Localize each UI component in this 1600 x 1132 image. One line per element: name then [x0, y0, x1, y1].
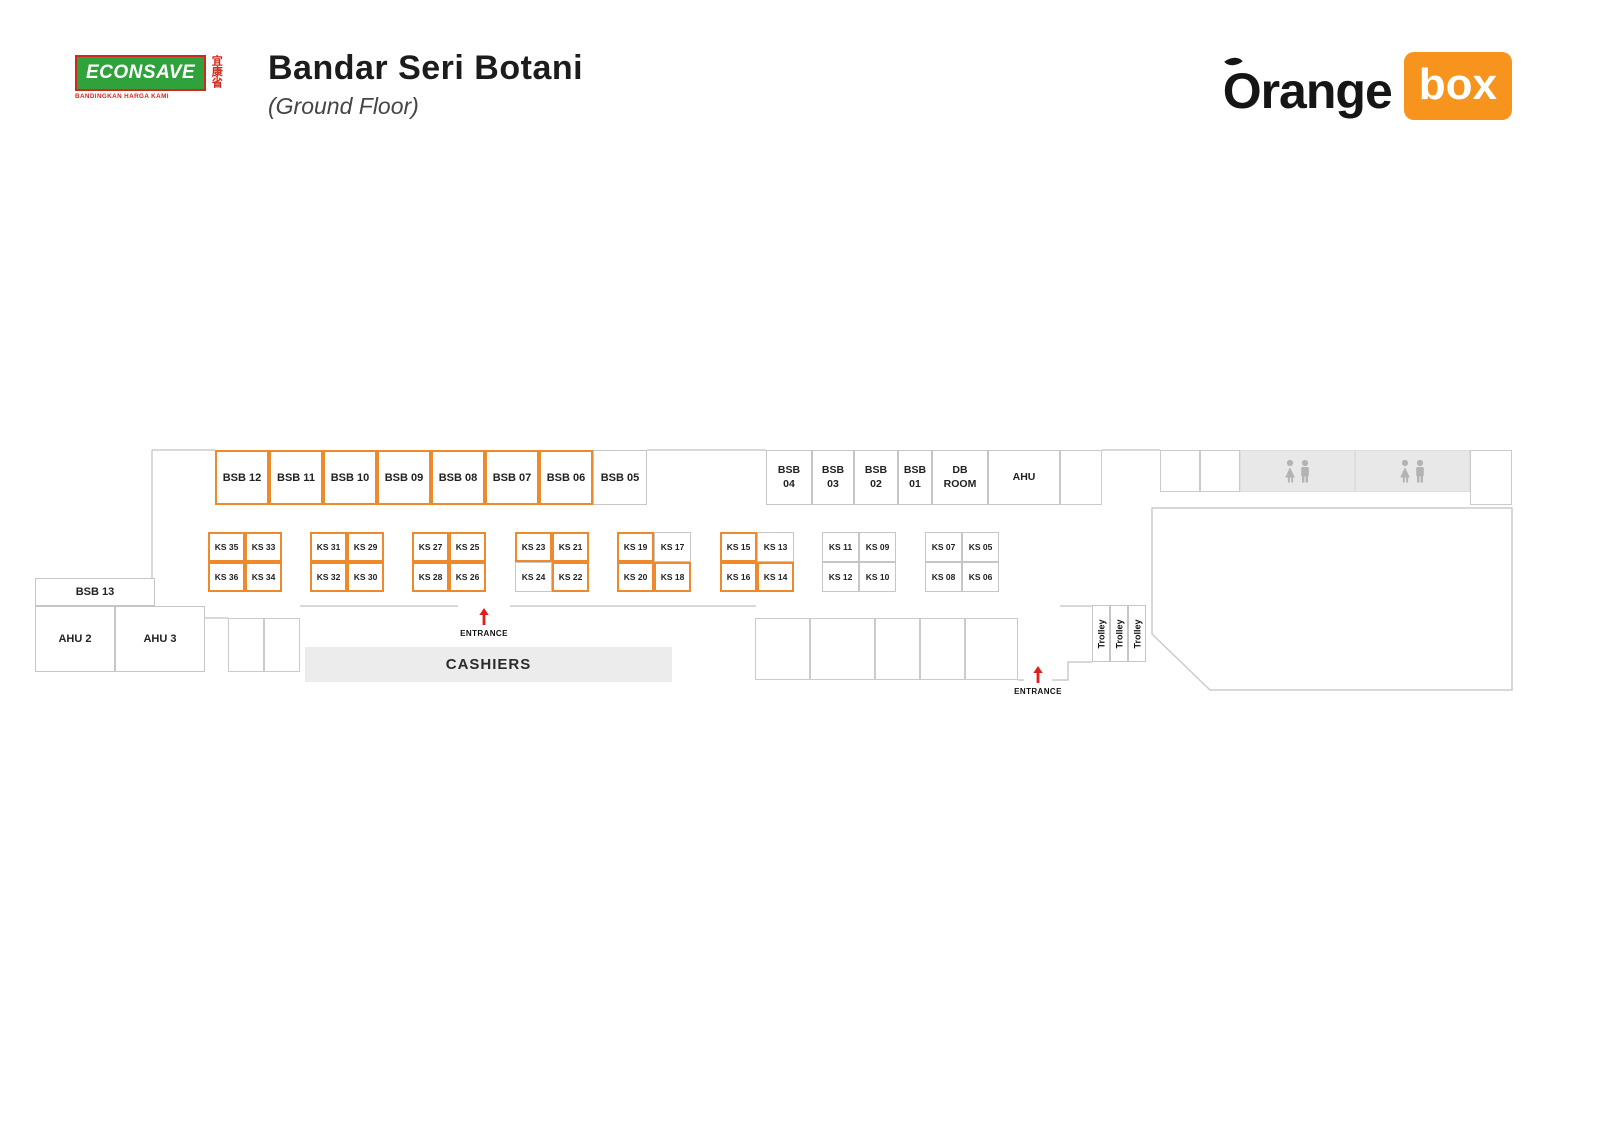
- unit-bsb-09: BSB 09: [377, 450, 431, 505]
- entrance-arrow-1: [479, 608, 490, 625]
- room-unlabeled-4: [1470, 450, 1512, 505]
- unit-ks-13: KS 13: [757, 532, 794, 562]
- unit-ahu-2: AHU 2: [35, 606, 115, 672]
- title-block: Bandar Seri Botani (Ground Floor): [268, 49, 584, 120]
- unit-ks-09: KS 09: [859, 532, 896, 562]
- orangebox-logo: Orange box: [1223, 52, 1512, 120]
- unit-bsb-01: BSB 01: [898, 450, 932, 505]
- room-unlabeled-10: [920, 618, 965, 680]
- orangebox-word-text: Orange: [1222, 63, 1393, 119]
- room-unlabeled-9: [875, 618, 920, 680]
- unit-bsb-07: BSB 07: [485, 450, 539, 505]
- entrance-arrow-2: [1033, 666, 1044, 683]
- unit-ks-14: KS 14: [757, 562, 794, 592]
- unit-ahu-3: AHU 3: [115, 606, 205, 672]
- cashiers-area: CASHIERS: [305, 647, 672, 682]
- unit-ks-22: KS 22: [552, 562, 589, 592]
- room-unlabeled-5: [228, 618, 264, 672]
- unit-ks-21: KS 21: [552, 532, 589, 562]
- orangebox-box: box: [1403, 52, 1512, 120]
- entrance-arrow-icon: [1033, 666, 1043, 683]
- room-unlabeled-7: [755, 618, 810, 680]
- econsave-cjk-text: 宜康省: [210, 55, 223, 88]
- unit-bsb-12: BSB 12: [215, 450, 269, 505]
- unit-bsb-04: BSB 04: [766, 450, 812, 505]
- unit-ks-31: KS 31: [310, 532, 347, 562]
- unit-ks-17: KS 17: [654, 532, 691, 562]
- unit-ks-34: KS 34: [245, 562, 282, 592]
- unit-ks-30: KS 30: [347, 562, 384, 592]
- econsave-name: ECONSAVE: [86, 62, 196, 83]
- room-unlabeled-6: [264, 618, 300, 672]
- unit-bsb-05: BSB 05: [593, 450, 647, 505]
- entrance-label-2: ENTRANCE: [1014, 687, 1062, 696]
- unit-ks-08: KS 08: [925, 562, 962, 592]
- trolley-label: Trolley: [1114, 618, 1125, 649]
- unit-bsb-11: BSB 11: [269, 450, 323, 505]
- unit-ks-05: KS 05: [962, 532, 999, 562]
- unit-ks-23: KS 23: [515, 532, 552, 562]
- trolley-bay-2: Trolley: [1110, 605, 1128, 662]
- trolley-bay-1: Trolley: [1092, 605, 1110, 662]
- unit-ks-25: KS 25: [449, 532, 486, 562]
- unit-ks-27: KS 27: [412, 532, 449, 562]
- unit-ks-19: KS 19: [617, 532, 654, 562]
- unit-bsb-08: BSB 08: [431, 450, 485, 505]
- unit-db-room: DB ROOM: [932, 450, 988, 505]
- restroom-1: [1240, 450, 1355, 492]
- room-unlabeled-3: [1200, 450, 1240, 492]
- room-unlabeled-2: [1160, 450, 1200, 492]
- orangebox-wordmark: Orange: [1222, 52, 1393, 119]
- trolley-label: Trolley: [1132, 618, 1143, 649]
- room-unlabeled-8: [810, 618, 875, 680]
- unit-ks-32: KS 32: [310, 562, 347, 592]
- page-subtitle: (Ground Floor): [268, 93, 419, 120]
- unit-ks-26: KS 26: [449, 562, 486, 592]
- unit-bsb-06: BSB 06: [539, 450, 593, 505]
- unit-ahu: AHU: [988, 450, 1060, 505]
- econsave-tagline: BANDINGKAN HARGA KAMI: [75, 93, 169, 100]
- room-unlabeled-1: [1060, 450, 1102, 505]
- trolley-bay-3: Trolley: [1128, 605, 1146, 662]
- trolley-label: Trolley: [1096, 618, 1107, 649]
- unit-bsb-03: BSB 03: [812, 450, 854, 505]
- restroom-2: [1355, 450, 1470, 492]
- room-unlabeled-11: [965, 618, 1018, 680]
- restroom-icon: [1399, 459, 1424, 483]
- unit-ks-18: KS 18: [654, 562, 691, 592]
- unit-ks-12: KS 12: [822, 562, 859, 592]
- unit-ks-07: KS 07: [925, 532, 962, 562]
- entrance-arrow-icon: [479, 608, 489, 625]
- unit-ks-29: KS 29: [347, 532, 384, 562]
- econsave-logo: ECONSAVE 宜康省 BANDINGKAN HARGA KAMI: [75, 55, 223, 100]
- unit-ks-35: KS 35: [208, 532, 245, 562]
- unit-ks-24: KS 24: [515, 562, 552, 592]
- unit-ks-33: KS 33: [245, 532, 282, 562]
- unit-ks-11: KS 11: [822, 532, 859, 562]
- unit-bsb-10: BSB 10: [323, 450, 377, 505]
- econsave-wordmark: ECONSAVE: [75, 55, 207, 91]
- unit-ks-36: KS 36: [208, 562, 245, 592]
- unit-ks-10: KS 10: [859, 562, 896, 592]
- unit-bsb-13: BSB 13: [35, 578, 155, 606]
- unit-ks-28: KS 28: [412, 562, 449, 592]
- unit-ks-06: KS 06: [962, 562, 999, 592]
- page-title: Bandar Seri Botani: [268, 49, 584, 87]
- restroom-icon: [1284, 459, 1309, 483]
- unit-ks-20: KS 20: [617, 562, 654, 592]
- entrance-label-1: ENTRANCE: [460, 629, 508, 638]
- unit-ks-15: KS 15: [720, 532, 757, 562]
- unit-ks-16: KS 16: [720, 562, 757, 592]
- unit-bsb-02: BSB 02: [854, 450, 898, 505]
